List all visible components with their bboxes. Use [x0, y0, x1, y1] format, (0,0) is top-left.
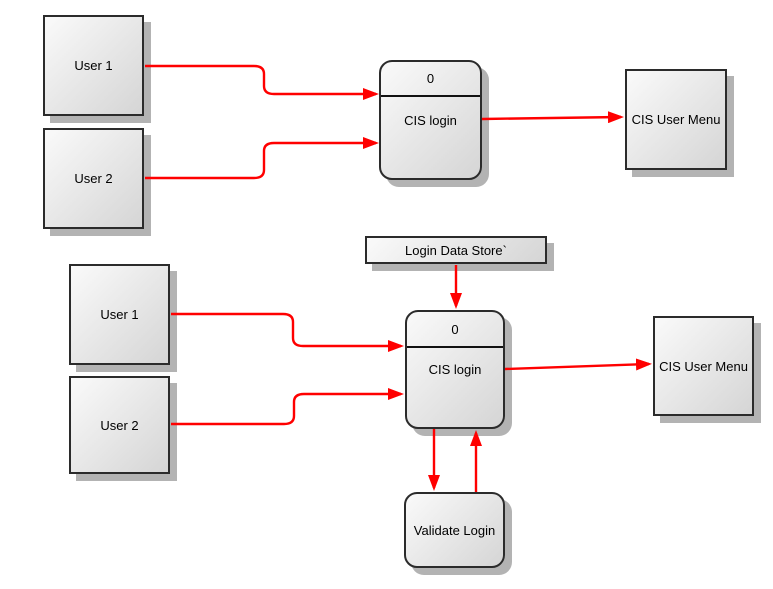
node-label: User 1: [100, 307, 139, 322]
flow-user1-to-cis-login-level1: [171, 312, 404, 352]
node-label: CIS login: [404, 112, 457, 128]
external-entity-user1-level1: User 1: [69, 264, 170, 365]
flow-cis-login-to-menu-level1: [504, 358, 652, 371]
flow-user1-to-cis-login-level0: [145, 64, 379, 100]
node-label: Validate Login: [413, 522, 496, 538]
flow-user2-to-cis-login-level0: [145, 137, 379, 180]
external-entity-user1-level0: User 1: [43, 15, 144, 116]
node-label: CIS login: [428, 362, 482, 377]
external-entity-user2-level1: User 2: [69, 376, 170, 474]
datastore-login-data-store: Login Data Store`: [365, 236, 547, 264]
process-number-band: 0: [407, 312, 503, 348]
node-label: User 2: [74, 171, 113, 186]
flow-user2-to-cis-login-level1: [171, 388, 404, 426]
flow-cis-login-to-menu-level0: [481, 111, 624, 124]
node-label: User 1: [74, 58, 113, 73]
external-entity-cis-user-menu-level0: CIS User Menu: [625, 69, 727, 170]
process-number-band: 0: [381, 62, 480, 97]
external-entity-cis-user-menu-level1: CIS User Menu: [653, 316, 754, 416]
process-validate-login: Validate Login: [404, 492, 505, 568]
process-cis-login-level1: 0 CIS login: [405, 310, 505, 429]
process-cis-login-level0: 0 CIS login: [379, 60, 482, 180]
node-label: Login Data Store`: [405, 242, 507, 258]
node-label: CIS User Menu: [631, 112, 721, 127]
process-number: 0: [426, 71, 435, 86]
node-label: User 2: [100, 417, 139, 433]
node-label: CIS User Menu: [659, 358, 748, 374]
process-number: 0: [451, 321, 459, 337]
external-entity-user2-level0: User 2: [43, 128, 144, 229]
